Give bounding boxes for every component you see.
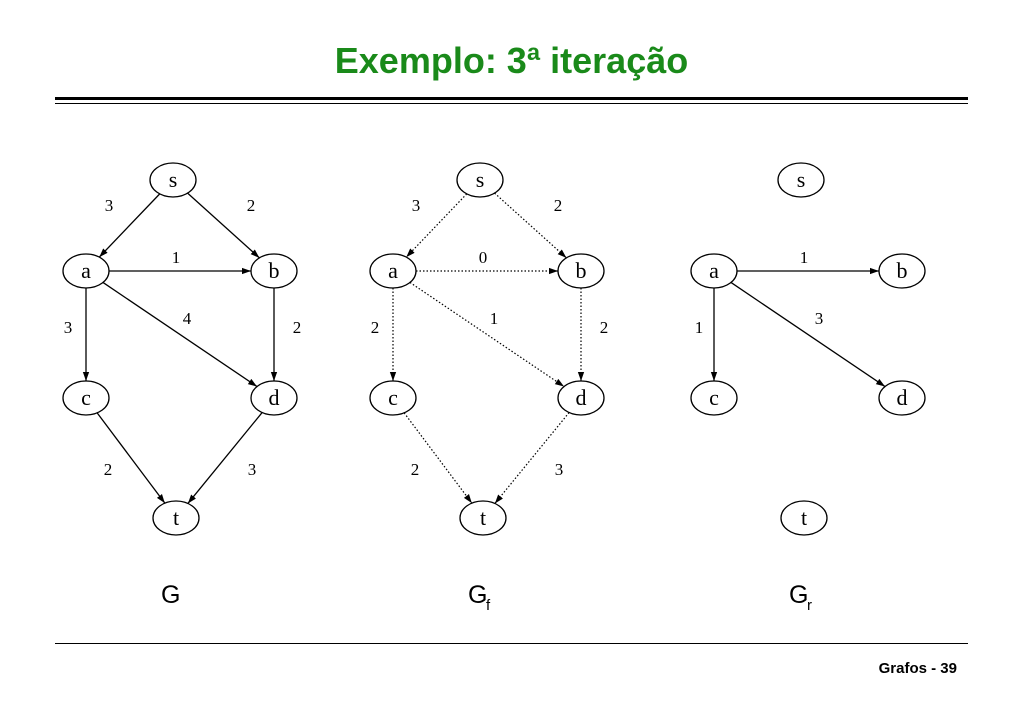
edge-label-s-b: 2 bbox=[247, 196, 256, 215]
node-label-d: d bbox=[576, 385, 587, 410]
node-label-a: a bbox=[709, 258, 719, 283]
node-a bbox=[690, 253, 738, 289]
graph-name: G bbox=[161, 581, 180, 609]
node-label-t: t bbox=[173, 505, 179, 530]
edge-label-a-b: 1 bbox=[800, 248, 809, 267]
node-label-c: c bbox=[388, 385, 398, 410]
graph-name: G bbox=[789, 581, 808, 609]
edge-label-s-a: 3 bbox=[412, 196, 421, 215]
edge-label-a-b: 1 bbox=[172, 248, 181, 267]
node-label-t: t bbox=[480, 505, 486, 530]
graph-subscript: f bbox=[486, 597, 491, 614]
node-b bbox=[250, 253, 298, 289]
node-label-b: b bbox=[897, 258, 908, 283]
node-t bbox=[459, 500, 507, 536]
edge-label-a-d: 3 bbox=[815, 309, 824, 328]
graph-subscript: r bbox=[807, 597, 812, 614]
node-c bbox=[62, 380, 110, 416]
slide-title: Exemplo: 3ª iteração bbox=[334, 40, 689, 81]
node-c bbox=[690, 380, 738, 416]
edge-label-a-b: 0 bbox=[479, 248, 488, 267]
graph-1: 3 2 1 3 4 2 2 3 s a b c d tG bbox=[62, 162, 302, 609]
node-label-s: s bbox=[169, 167, 178, 192]
node-label-a: a bbox=[388, 258, 398, 283]
edge-a-d bbox=[730, 281, 886, 388]
edge-label-s-a: 3 bbox=[105, 196, 114, 215]
graph-2: 3 2 0 2 1 2 2 3 s a b c d tGf bbox=[369, 162, 609, 614]
edge-label-s-b: 2 bbox=[554, 196, 563, 215]
node-label-d: d bbox=[897, 385, 908, 410]
node-label-d: d bbox=[269, 385, 280, 410]
title-rule-thin bbox=[55, 103, 968, 104]
node-label-s: s bbox=[476, 167, 485, 192]
edge-d-t bbox=[187, 412, 263, 504]
node-s bbox=[456, 162, 504, 198]
node-label-t: t bbox=[801, 505, 807, 530]
footer-rule bbox=[55, 643, 968, 644]
edge-s-a bbox=[405, 193, 468, 258]
node-t bbox=[780, 500, 828, 536]
footer-page-label: Grafos - 39 bbox=[878, 660, 957, 677]
node-label-b: b bbox=[576, 258, 587, 283]
node-label-c: c bbox=[709, 385, 719, 410]
node-b bbox=[557, 253, 605, 289]
node-a bbox=[369, 253, 417, 289]
node-d bbox=[250, 380, 298, 416]
node-s bbox=[149, 162, 197, 198]
edge-label-b-d: 2 bbox=[293, 318, 302, 337]
edge-label-a-d: 1 bbox=[490, 309, 499, 328]
title-rule-thick bbox=[55, 97, 968, 100]
edge-d-t bbox=[494, 412, 570, 504]
node-a bbox=[62, 253, 110, 289]
graph-name: G bbox=[468, 581, 487, 609]
edge-a-d bbox=[102, 281, 258, 388]
edge-label-d-t: 3 bbox=[555, 460, 564, 479]
edge-label-a-c: 1 bbox=[695, 318, 704, 337]
node-d bbox=[557, 380, 605, 416]
node-d bbox=[878, 380, 926, 416]
edge-label-c-t: 2 bbox=[411, 460, 420, 479]
edge-label-d-t: 3 bbox=[248, 460, 257, 479]
node-label-s: s bbox=[797, 167, 806, 192]
edge-label-a-c: 3 bbox=[64, 318, 73, 337]
edge-a-d bbox=[409, 281, 565, 388]
node-label-c: c bbox=[81, 385, 91, 410]
graph-3: 1 1 3 s a b c d tGr bbox=[690, 162, 926, 614]
node-s bbox=[777, 162, 825, 198]
edge-c-t bbox=[403, 412, 473, 504]
edge-c-t bbox=[96, 412, 166, 504]
node-c bbox=[369, 380, 417, 416]
edge-label-a-d: 4 bbox=[183, 309, 192, 328]
node-b bbox=[878, 253, 926, 289]
edge-s-b bbox=[494, 192, 567, 259]
node-t bbox=[152, 500, 200, 536]
edge-label-c-t: 2 bbox=[104, 460, 113, 479]
node-label-a: a bbox=[81, 258, 91, 283]
edge-s-b bbox=[187, 192, 260, 259]
edge-label-a-c: 2 bbox=[371, 318, 380, 337]
edge-label-b-d: 2 bbox=[600, 318, 609, 337]
edge-s-a bbox=[98, 193, 161, 258]
node-label-b: b bbox=[269, 258, 280, 283]
